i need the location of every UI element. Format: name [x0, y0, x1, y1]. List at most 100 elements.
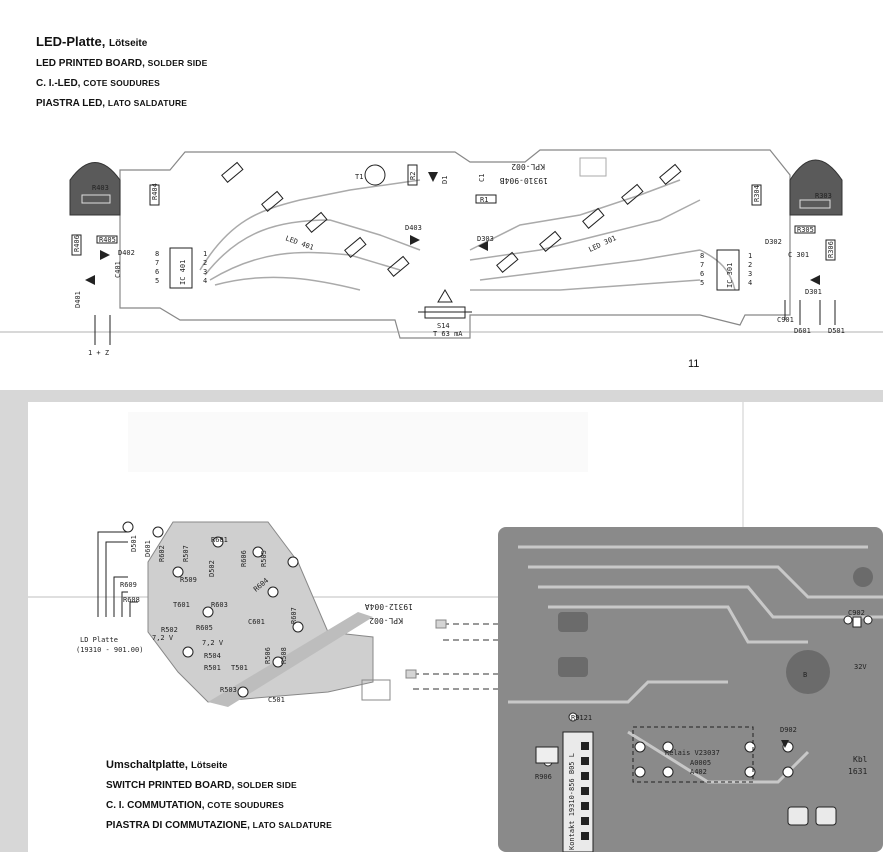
label-d403: D403 [405, 224, 422, 232]
label-c901: C901 [777, 316, 794, 324]
label-t601: T601 [173, 601, 190, 609]
label-r304: R304 [753, 185, 761, 202]
pin-r-1: 1 [748, 252, 752, 260]
label-c1: C1 [478, 174, 486, 182]
switch-board-diagram: 19312-004A KPL-002 LD Platte (19310 - 90… [28, 402, 883, 852]
label-d401: D401 [74, 291, 82, 308]
label-kbl: Kbl [853, 755, 868, 764]
label-b: B [803, 671, 807, 679]
led-board-outline [119, 149, 791, 339]
label-d502: D502 [208, 560, 216, 577]
upper-caption-line-en: LED PRINTED BOARD, SOLDER SIDE [36, 58, 208, 69]
pin-l-6: 6 [155, 268, 159, 276]
label-d301: D301 [805, 288, 822, 296]
lower-caption-line-it: PIASTRA DI COMMUTAZIONE, LATO SALDATURE [106, 820, 332, 831]
main-board-dark [498, 527, 883, 852]
label-led401: LED 401 [284, 234, 314, 252]
label-r502: R502 [161, 626, 178, 634]
pin-r-4: 4 [748, 279, 752, 287]
label-c301: C 301 [788, 251, 809, 259]
pin-l-1: 1 [203, 250, 207, 258]
led-board-diagram: R403 R303 R404 R406 R405 D402 C401 D401 … [0, 149, 883, 357]
label-r506: R506 [264, 647, 272, 664]
label-t501: T501 [231, 664, 248, 672]
page-number: 11 [688, 358, 700, 370]
label-d501: D501 [828, 327, 845, 335]
label-d1: D1 [441, 176, 449, 184]
upper-caption: LED-Platte, Lötseite LED PRINTED BOARD, … [36, 33, 208, 113]
label-c501: C501 [268, 696, 285, 704]
pin-l-5: 5 [155, 277, 159, 285]
label-sw-d601: D601 [144, 540, 152, 557]
label-d302: D302 [765, 238, 782, 246]
label-d303: D303 [477, 235, 494, 243]
pin-l-8: 8 [155, 250, 159, 258]
label-r601: R601 [211, 536, 228, 544]
label-r503: R503 [220, 686, 237, 694]
pin-l-2: 2 [203, 259, 207, 267]
label-r501: R501 [204, 664, 221, 672]
label-r403: R403 [92, 184, 109, 192]
pin-r-6: 6 [700, 270, 704, 278]
upper-caption-line-it: PIASTRA LED, LATO SALDATURE [36, 98, 188, 109]
label-r305: R305 [797, 226, 814, 234]
label-d902: D902 [780, 726, 797, 734]
label-r9121: R9121 [571, 714, 592, 722]
lower-caption: Umschaltplatte, Lötseite SWITCH PRINTED … [106, 755, 332, 835]
label-bottom-terminals: 1 + Z [88, 349, 109, 357]
switch-board-id-number: 19312-004A [365, 602, 413, 611]
lower-caption-line-de: Umschaltplatte, Lötseite [106, 759, 228, 771]
lower-caption-line-en: SWITCH PRINTED BOARD, SOLDER SIDE [106, 780, 297, 791]
pin-r-2: 2 [748, 261, 752, 269]
label-r504: R504 [204, 652, 221, 660]
switch-board-left [147, 521, 374, 703]
label-7v2-a: 7,2 V [152, 634, 174, 642]
label-r505: R505 [260, 550, 268, 567]
label-relais-a1: A0005 [690, 759, 711, 767]
label-r605: R605 [196, 624, 213, 632]
label-relais-a2: A402 [690, 768, 707, 776]
label-r404: R404 [151, 183, 159, 200]
label-r906: R906 [535, 773, 552, 781]
pin-l-3: 3 [203, 268, 207, 276]
label-r509: R509 [180, 576, 197, 584]
label-ic401: IC 401 [179, 260, 187, 285]
label-c601: C601 [248, 618, 265, 626]
pin-r-5: 5 [700, 279, 704, 287]
label-r306: R306 [827, 241, 835, 258]
label-r303: R303 [815, 192, 832, 200]
label-d402: D402 [118, 249, 135, 257]
label-r607: R607 [290, 607, 298, 624]
label-s14: S14 [437, 322, 450, 330]
label-r606: R606 [240, 550, 248, 567]
pin-l-7: 7 [155, 259, 159, 267]
label-r608: R608 [123, 596, 140, 604]
label-d601: D601 [794, 327, 811, 335]
label-r602: R602 [158, 545, 166, 562]
label-ld-platte: LD Platte [80, 636, 118, 644]
label-sw-d501: D501 [130, 535, 138, 552]
label-7v2-b: 7,2 V [202, 639, 224, 647]
label-r405: R405 [99, 236, 116, 244]
upper-caption-line-de: LED-Platte, Lötseite [36, 34, 148, 49]
label-r507: R507 [182, 545, 190, 562]
label-r603: R603 [211, 601, 228, 609]
label-r2: R2 [409, 172, 417, 180]
board-id-number: 19310-904B [500, 176, 548, 185]
label-r406: R406 [73, 235, 81, 252]
label-relais: Relais V23037 [665, 749, 720, 757]
label-r609: R609 [120, 581, 137, 589]
label-kbl2: 1631 [848, 767, 867, 776]
upper-caption-line-fr: C. I.-LED, COTE SOUDURES [36, 78, 160, 89]
label-ld-platte-num: (19310 - 901.00) [76, 646, 143, 654]
board-id-kpl: KPL-002 [511, 162, 545, 171]
ic401-chip [169, 247, 193, 289]
pin-r-3: 3 [748, 270, 752, 278]
label-c902: C902 [848, 609, 865, 617]
label-t1: T1 [355, 173, 363, 181]
gray-left-strip [0, 402, 28, 852]
label-r508: R508 [280, 647, 288, 664]
pin-r-7: 7 [700, 261, 704, 269]
label-32v: 32V [854, 663, 867, 671]
gray-band [0, 390, 883, 402]
